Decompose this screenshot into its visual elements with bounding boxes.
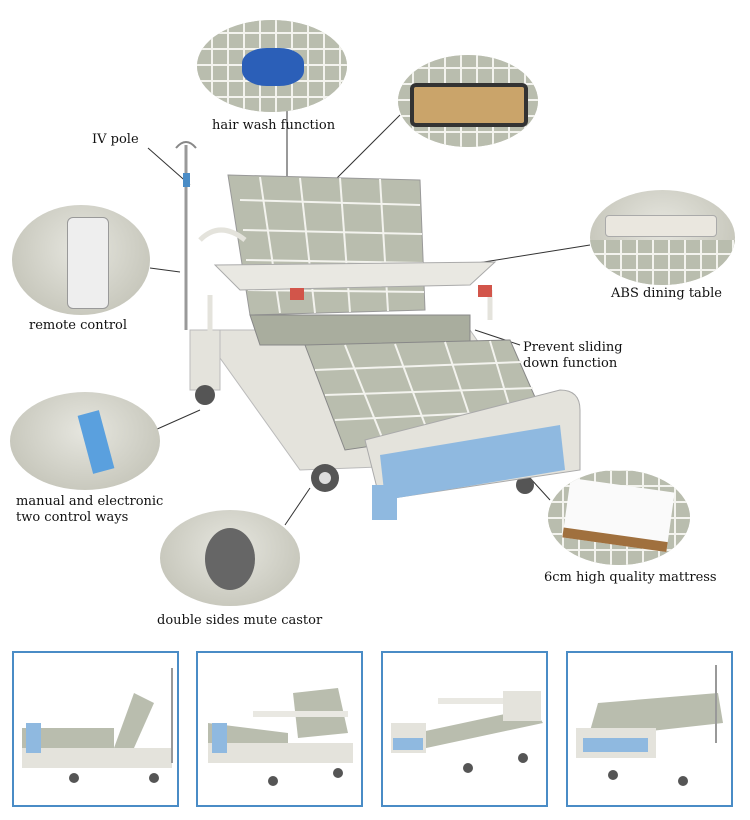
prevent-sliding-label-2: down function — [523, 356, 618, 371]
remote-control-image — [67, 217, 109, 309]
mattress-label: 6cm high quality mattress — [544, 570, 717, 585]
mattress-bubble — [548, 470, 690, 565]
castor-bubble — [160, 510, 300, 606]
dining-table — [213, 261, 497, 291]
backrest — [227, 174, 426, 316]
prevent-sliding-label-1: Prevent sliding — [523, 340, 623, 355]
thumbnail-flat-with-table — [381, 651, 548, 807]
hair-wash-label: hair wash function — [212, 118, 336, 133]
callout-lines — [147, 110, 591, 526]
thumbnail-sitting-up — [12, 651, 179, 807]
dining-table-label: ABS dining table — [611, 286, 722, 301]
manual-control-bubble — [10, 392, 160, 490]
castor-wheel-image — [205, 528, 255, 590]
wash-basin-image — [242, 48, 304, 86]
castor-label: double sides mute castor — [157, 613, 323, 628]
mattress-cross-section-image — [410, 83, 528, 127]
remote-control-label: remote control — [29, 318, 128, 333]
thumbnail-flat-with-iv-pole — [566, 651, 733, 807]
main-bed-illustration — [147, 110, 591, 526]
remote-control-bubble — [12, 205, 150, 315]
iv-pole — [175, 141, 197, 330]
thumbnail-back-raised — [196, 651, 363, 807]
control-ways-label-1: manual and electronic — [16, 494, 164, 509]
mattress-section-bubble — [398, 55, 538, 147]
dining-table-bubble — [590, 190, 735, 285]
crank-handle-image — [77, 410, 115, 474]
control-ways-label-2: two control ways — [16, 510, 129, 525]
dining-table-image — [605, 215, 717, 237]
foot-board — [364, 389, 581, 520]
hair-wash-bubble — [197, 20, 347, 112]
iv-pole-label: IV pole — [92, 132, 139, 147]
